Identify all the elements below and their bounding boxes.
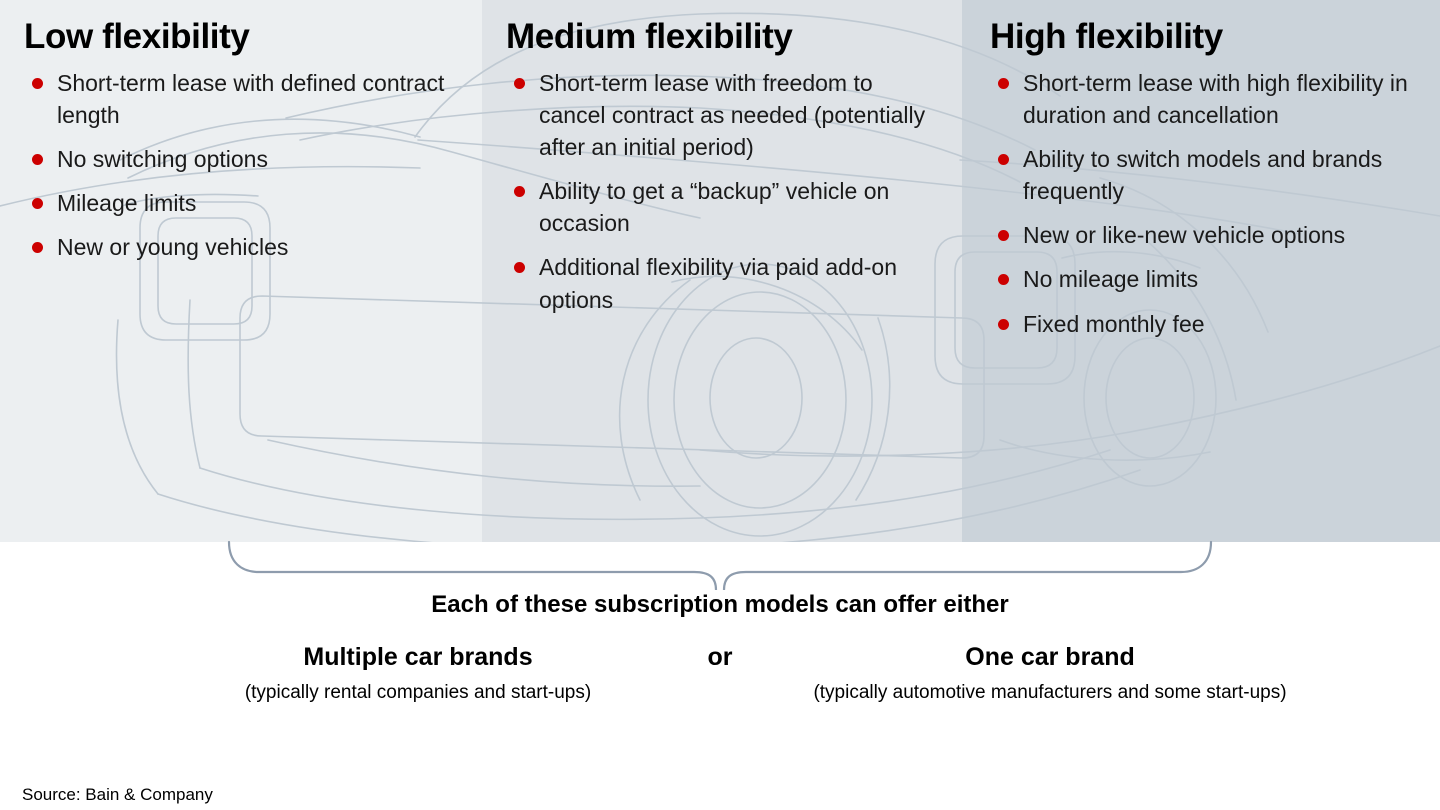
list-item: Fixed monthly fee — [990, 308, 1416, 340]
column-title-medium: Medium flexibility — [506, 17, 793, 56]
option-title: One car brand — [965, 643, 1135, 671]
bullet-dot-icon — [998, 153, 1009, 165]
list-item-label: New or young vehicles — [57, 234, 289, 261]
list-item: Ability to get a “backup” vehicle on occ… — [506, 175, 940, 239]
column-high-flexibility: High flexibility Short-term lease with h… — [962, 0, 1440, 542]
list-item-label: Mileage limits — [57, 190, 197, 217]
list-item-label: Short-term lease with defined contract l… — [57, 69, 445, 128]
bullet-dot-icon — [32, 198, 43, 210]
column-title-high: High flexibility — [990, 17, 1223, 56]
flexibility-columns: Low flexibility Short-term lease with de… — [0, 0, 1440, 542]
list-item: New or young vehicles — [24, 231, 462, 263]
list-item-label: Ability to switch models and brands freq… — [1023, 145, 1383, 205]
column-low-flexibility: Low flexibility Short-term lease with de… — [0, 0, 482, 542]
bullet-list-high: Short-term lease with high flexibility i… — [990, 67, 1416, 340]
bullet-dot-icon — [32, 242, 43, 254]
list-item: Mileage limits — [24, 187, 462, 219]
list-item: Additional flexibility via paid add-on o… — [506, 251, 940, 315]
source-note: Source: Bain & Company — [22, 785, 213, 804]
list-item: No mileage limits — [990, 263, 1416, 295]
list-item: Short-term lease with freedom to cancel … — [506, 67, 940, 164]
option-subtitle: (typically automotive manufacturers and … — [813, 682, 1287, 703]
bullet-list-medium: Short-term lease with freedom to cancel … — [506, 67, 940, 316]
bullet-dot-icon — [32, 77, 43, 89]
bullet-dot-icon — [998, 318, 1009, 330]
option-connector: or — [707, 643, 733, 671]
list-item-label: Short-term lease with high flexibility i… — [1023, 69, 1408, 128]
column-title-low: Low flexibility — [24, 17, 250, 56]
bullet-list-low: Short-term lease with defined contract l… — [24, 67, 462, 264]
list-item-label: Short-term lease with freedom to cancel … — [539, 69, 926, 160]
option-one-car-brand: One car brand (typically automotive manu… — [790, 643, 1310, 706]
list-item-label: Additional flexibility via paid add-on o… — [539, 254, 897, 313]
bottom-summary-block: Each of these subscription models can of… — [0, 585, 1440, 755]
list-item-label: No switching options — [57, 145, 268, 172]
bullet-dot-icon — [998, 77, 1009, 89]
list-item-label: Ability to get a “backup” vehicle on occ… — [539, 178, 890, 237]
bullet-dot-icon — [32, 153, 43, 165]
option-subtitle: (typically rental companies and start-up… — [244, 682, 592, 703]
bullet-dot-icon — [998, 274, 1009, 286]
list-item: No switching options — [24, 143, 462, 175]
list-item: Short-term lease with defined contract l… — [24, 67, 462, 131]
list-item: Ability to switch models and brands freq… — [990, 143, 1416, 207]
bottom-headline: Each of these subscription models can of… — [431, 591, 1009, 618]
column-medium-flexibility: Medium flexibility Short-term lease with… — [482, 0, 962, 542]
list-item-label: Fixed monthly fee — [1023, 310, 1205, 337]
list-item-label: New or like-new vehicle options — [1023, 222, 1346, 249]
list-item: New or like-new vehicle options — [990, 219, 1416, 251]
option-multiple-car-brands: Multiple car brands (typically rental co… — [198, 643, 638, 706]
bullet-dot-icon — [514, 262, 525, 274]
list-item-label: No mileage limits — [1023, 266, 1199, 293]
list-item: Short-term lease with high flexibility i… — [990, 67, 1416, 131]
bullet-dot-icon — [514, 77, 525, 89]
bullet-dot-icon — [998, 230, 1009, 242]
option-title: Multiple car brands — [303, 643, 533, 671]
bullet-dot-icon — [514, 186, 525, 198]
